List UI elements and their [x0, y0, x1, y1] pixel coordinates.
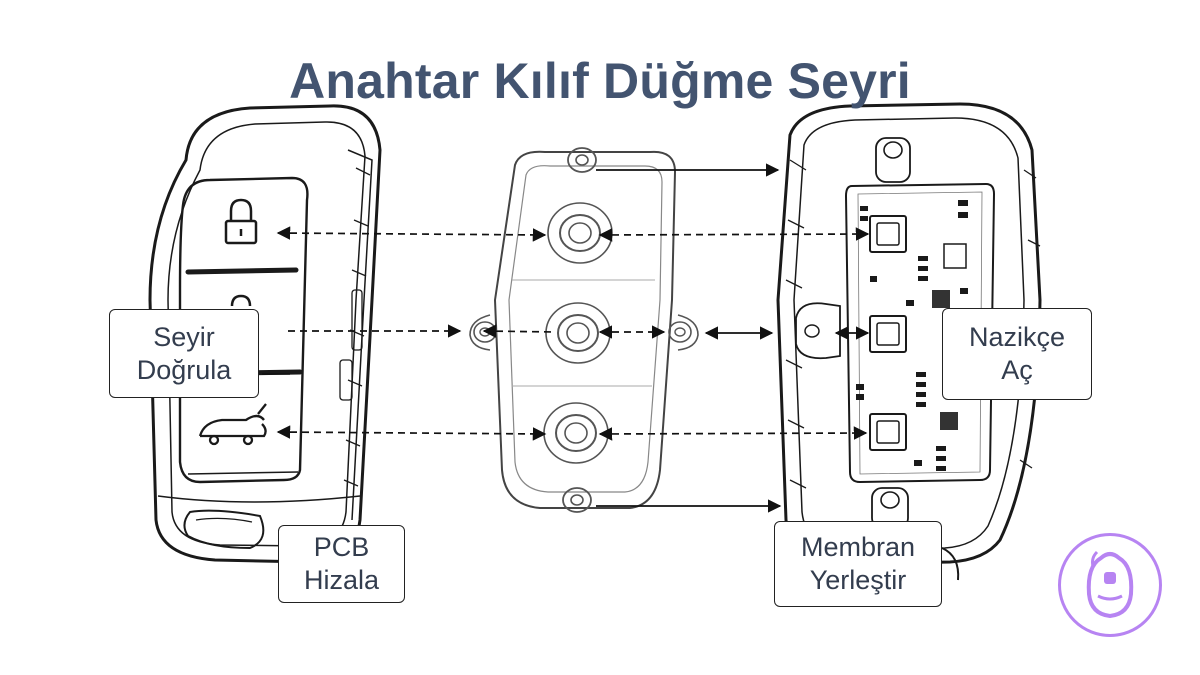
- callout-open-gently-line1: Nazikçe: [968, 322, 1066, 352]
- unlock-icon-partial: [230, 294, 252, 307]
- callout-verify-travel-line1: Seyir: [153, 321, 215, 352]
- page-title: Anahtar Kılıf Düğme Seyri: [289, 53, 911, 109]
- smd-components: [856, 200, 968, 471]
- alignment-arrows: [262, 163, 870, 513]
- callout-verify-travel: Seyir Doğrula: [109, 309, 259, 398]
- key-fob-logo-badge: [1058, 533, 1162, 637]
- callout-place-membrane-line2: Yerleştir: [809, 565, 907, 595]
- lock-icon: [224, 198, 258, 245]
- key-fob-logo-icon: [1086, 550, 1134, 619]
- trunk-icon: [198, 403, 267, 446]
- pcb-board: [844, 182, 996, 484]
- callout-open-gently: Nazikçe Aç: [942, 308, 1092, 400]
- callout-verify-travel-line2: Doğrula: [136, 354, 232, 385]
- callout-align-pcb: PCB Hizala: [278, 525, 405, 603]
- tactile-switches: [869, 215, 907, 451]
- callout-align-pcb-line2: Hizala: [303, 565, 380, 595]
- callout-place-membrane: Membran Yerleştir: [774, 521, 942, 607]
- rubber-membrane: [469, 147, 699, 513]
- callout-align-pcb-line1: PCB: [313, 532, 370, 562]
- callout-place-membrane-line1: Membran: [800, 532, 916, 562]
- callout-open-gently-line2: Aç: [1001, 355, 1033, 385]
